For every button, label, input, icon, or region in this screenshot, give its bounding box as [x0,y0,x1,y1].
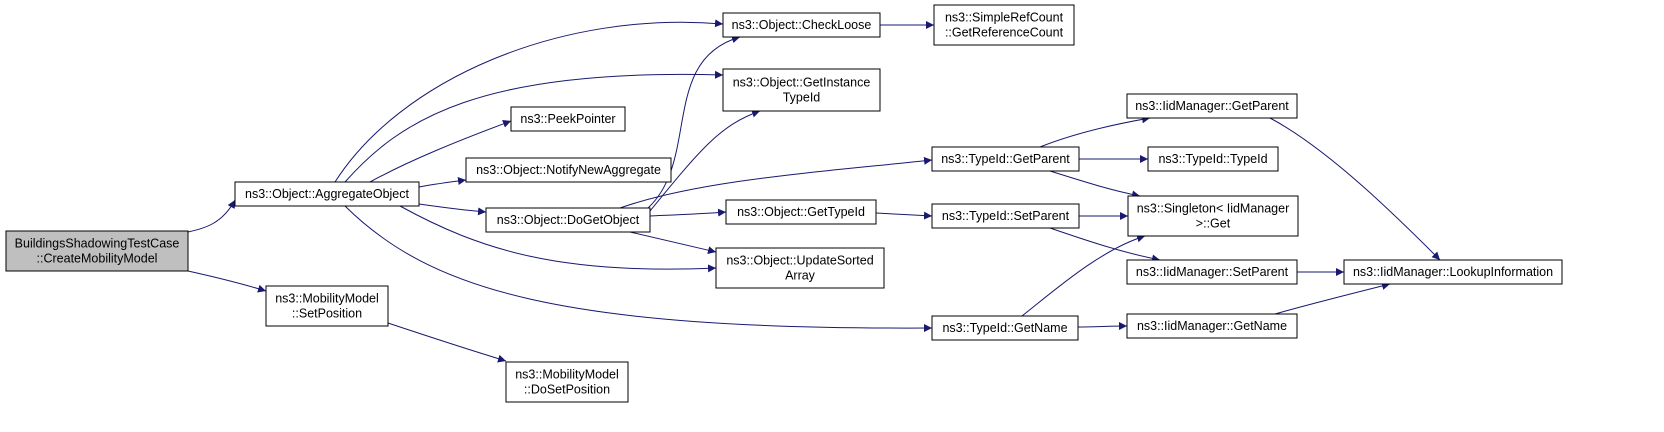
node-box [234,181,420,207]
edge-tid_setparent-to-iid_setparent [1049,227,1161,263]
node-label: ns3::IidManager::GetName [1137,319,1287,333]
edge-iid_getname-to-lookup [1274,282,1391,315]
node-box [510,106,626,132]
edge-root-to-aggregate [187,199,236,233]
node-label: ns3::TypeId::TypeId [1158,152,1267,166]
edge-tid_getparent-to-iid_getparent [1039,115,1151,148]
node-label: Array [785,269,816,283]
node-lookup[interactable]: ns3::IidManager::LookupInformation [1343,259,1563,285]
node-label: ns3::Singleton< IidManager [1137,202,1290,216]
node-label: ns3::Object::UpdateSorted [726,254,873,268]
node-aggregate[interactable]: ns3::Object::AggregateObject [234,181,420,207]
node-label: ns3::SimpleRefCount [945,11,1064,25]
edge-aggregate-to-checkloose [334,19,724,183]
node-box [485,207,651,233]
node-label: ns3::IidManager::SetParent [1136,265,1289,279]
edge-root-to-mm_setpos [187,270,267,293]
node-box [1147,146,1279,172]
edge-aggregate-to-updsort [399,205,717,273]
node-box [265,285,389,327]
node-box [722,12,881,38]
node-mm-dosetpos[interactable]: ns3::MobilityModel::DoSetPosition [505,361,629,403]
node-label: TypeId [783,91,821,105]
node-box [1126,313,1298,339]
node-iid-getname[interactable]: ns3::IidManager::GetName [1126,313,1298,339]
node-box [715,247,885,289]
edge-tid_getparent-to-singleton [1049,170,1141,199]
node-tid-getparent[interactable]: ns3::TypeId::GetParent [931,146,1080,172]
node-label: ::DoSetPosition [524,383,610,397]
edge-tid_getname-to-iid_getname [1077,322,1128,331]
node-label: BuildingsShadowingTestCase [15,237,180,251]
node-iid-getparent[interactable]: ns3::IidManager::GetParent [1126,93,1298,119]
node-singleton[interactable]: ns3::Singleton< IidManager >::Get [1127,195,1299,237]
node-tid-getname[interactable]: ns3::TypeId::GetName [931,315,1079,341]
node-mm-setpos[interactable]: ns3::MobilityModel::SetPosition [265,285,389,327]
node-label: ::SetPosition [292,307,362,321]
node-label: ::CreateMobilityModel [37,252,158,266]
node-label: ns3::TypeId::SetParent [942,209,1070,223]
node-tid-setparent[interactable]: ns3::TypeId::SetParent [931,203,1080,229]
node-box [931,146,1080,172]
node-tid-typeid[interactable]: ns3::TypeId::TypeId [1147,146,1279,172]
edge-aggregate-to-tid_getname [344,205,933,333]
node-iid-setparent[interactable]: ns3::IidManager::SetParent [1126,259,1298,285]
node-label: ns3::Object::GetInstance [733,76,871,90]
node-box [1127,195,1299,237]
edge-dogetobj-to-getinst [649,109,761,212]
nodes-layer: BuildingsShadowingTestCase::CreateMobili… [5,4,1563,403]
node-label: ns3::Object::CheckLoose [732,18,872,32]
edge-dogetobj-to-updsort [629,231,717,255]
node-root[interactable]: BuildingsShadowingTestCase::CreateMobili… [5,230,189,272]
node-box [722,68,881,112]
node-box [725,199,877,225]
node-box [1126,93,1298,119]
edge-dogetobj-to-checkloose [647,35,741,209]
edge-dogetobj-to-getypeid [649,208,727,217]
edge-getypeid-to-tid_setparent [875,211,933,220]
edge-aggregate-to-peek [369,120,512,183]
edge-iid_getparent-to-lookup [1269,117,1441,261]
node-label: ns3::MobilityModel [275,292,379,306]
edge-aggregate-to-dogetobj [418,203,487,216]
edges-layer [187,19,1441,363]
node-label: ::GetReferenceCount [945,26,1064,40]
node-box [5,230,189,272]
node-box [1126,259,1298,285]
edge-aggregate-to-notify [418,177,467,188]
edge-aggregate-to-getinst [344,70,724,183]
node-peek[interactable]: ns3::PeekPointer [510,106,626,132]
node-notify[interactable]: ns3::Object::NotifyNewAggregate [465,157,672,183]
node-checkloose[interactable]: ns3::Object::CheckLoose [722,12,881,38]
node-label: ns3::Object::NotifyNewAggregate [476,163,661,177]
node-box [933,4,1075,46]
node-dogetobj[interactable]: ns3::Object::DoGetObject [485,207,651,233]
node-box [931,203,1080,229]
node-label: ns3::PeekPointer [520,112,615,126]
node-label: ns3::MobilityModel [515,368,619,382]
node-box [465,157,672,183]
node-getypeid[interactable]: ns3::Object::GetTypeId [725,199,877,225]
node-label: ns3::Object::AggregateObject [245,187,410,201]
node-label: ns3::IidManager::LookupInformation [1353,265,1553,279]
edge-dogetobj-to-tid_getparent [619,156,933,209]
node-box [1343,259,1563,285]
edge-tid_getname-to-singleton [1021,234,1146,317]
node-box [931,315,1079,341]
node-label: ns3::IidManager::GetParent [1135,99,1289,113]
node-label: ns3::TypeId::GetName [942,321,1067,335]
edge-mm_setpos-to-mm_dosetpos [387,322,507,363]
node-label: ns3::Object::GetTypeId [737,205,865,219]
node-label: ns3::TypeId::GetParent [941,152,1070,166]
node-label: ns3::Object::DoGetObject [497,213,640,227]
node-label: >::Get [1196,217,1231,231]
node-simpleref[interactable]: ns3::SimpleRefCount::GetReferenceCount [933,4,1075,46]
node-box [505,361,629,403]
